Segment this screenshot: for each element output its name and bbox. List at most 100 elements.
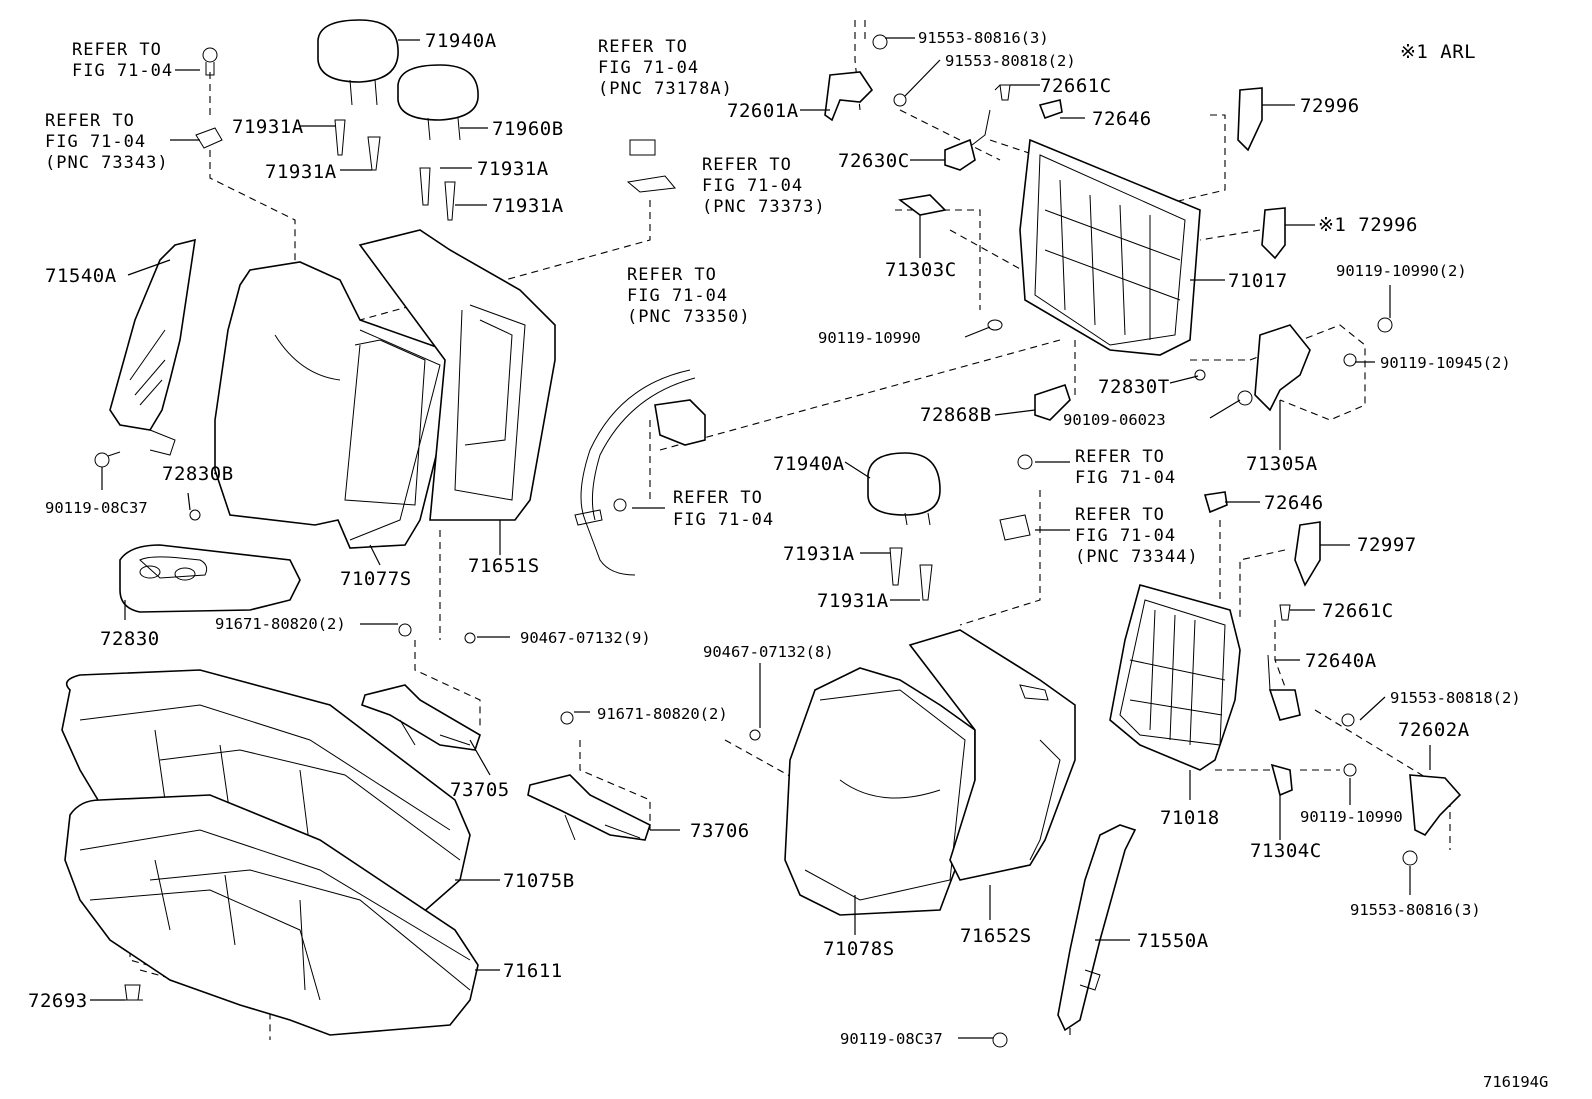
bracket-72640A xyxy=(1268,689,1301,721)
part-label: 71550A xyxy=(1137,930,1209,952)
bracket-73705 xyxy=(361,684,481,751)
cover-72996-a xyxy=(1237,87,1263,152)
part-label: 72830B xyxy=(162,463,234,485)
part-label: 72830T xyxy=(1098,376,1170,398)
part-label: 90119-10990 xyxy=(1300,808,1403,826)
refer-r2-line2: FIG 71-04 xyxy=(45,132,146,152)
side-trim-71550A xyxy=(1057,824,1137,1032)
refer-r2-line3: (PNC 73343) xyxy=(45,153,169,173)
part-label: 91553-80816(3) xyxy=(1350,901,1481,919)
refer-r7-line2: FIG 71-04 xyxy=(1075,468,1176,488)
note-marker: ※1 ARL xyxy=(1400,41,1476,63)
part-label: 91553-80818(2) xyxy=(1390,689,1521,707)
clip-72693 xyxy=(122,984,143,1001)
refer-r3-line1: REFER TO xyxy=(598,37,688,57)
refer-r1-line2: FIG 71-04 xyxy=(72,61,173,81)
part-label: 71931A xyxy=(265,161,337,183)
refer-r5-line3: (PNC 73350) xyxy=(627,307,751,327)
refer-r2-line1: REFER TO xyxy=(45,111,135,131)
refer-r4-line1: REFER TO xyxy=(702,155,792,175)
refer-r1-line1: REFER TO xyxy=(72,40,162,60)
part-label: 71017 xyxy=(1228,270,1288,292)
part-label: 71940A xyxy=(425,30,497,52)
part-shapes xyxy=(61,19,1462,1048)
part-label: 72646 xyxy=(1092,108,1152,130)
seat-back-71651S xyxy=(358,229,556,521)
part-label: 73706 xyxy=(690,820,750,842)
cover-72868B xyxy=(1034,383,1071,421)
seat-back-71077S xyxy=(214,261,456,549)
part-label: 72630C xyxy=(838,150,910,172)
figure-id: 716194G xyxy=(1483,1073,1548,1091)
part-label: 71077S xyxy=(340,568,412,590)
headrest-71940A-top xyxy=(317,19,399,83)
headrest-71960B xyxy=(397,64,479,121)
clip-72646-top xyxy=(1038,99,1063,120)
dashed-guides xyxy=(129,20,1451,1040)
part-label: 71540A xyxy=(45,265,117,287)
part-label: 73705 xyxy=(450,779,510,801)
part-label: 71652S xyxy=(960,925,1032,947)
part-label: 71304C xyxy=(1250,840,1322,862)
part-label: 90109-06023 xyxy=(1063,411,1166,429)
clip-72646-mid xyxy=(1203,491,1228,514)
part-label: 72693 xyxy=(28,990,88,1012)
head-support-pins xyxy=(334,119,456,221)
headrest-71940A-mid xyxy=(867,452,941,516)
bracket-72602A xyxy=(1409,774,1462,837)
refer-r4-line3: (PNC 73373) xyxy=(702,197,826,217)
part-label: 71075B xyxy=(503,870,575,892)
seat-back-71652S xyxy=(908,629,1076,881)
part-label: 72868B xyxy=(920,404,992,426)
cover-72996-b xyxy=(1261,207,1286,260)
part-label: 90119-10990 xyxy=(818,329,921,347)
seat-cushion-71611 xyxy=(64,794,479,1036)
part-label: 71931A xyxy=(817,590,889,612)
part-label: 90467-07132(9) xyxy=(520,629,651,647)
labels: ※1 ARL REFER TO FIG 71-04 REFER TO FIG 7… xyxy=(28,29,1548,1091)
part-label: 72601A xyxy=(727,100,799,122)
refer-r3-line3: (PNC 73178A) xyxy=(598,79,733,99)
bracket-72601A xyxy=(824,71,874,122)
bracket-71304C xyxy=(1270,763,1293,797)
part-label: 90119-10945(2) xyxy=(1380,354,1511,372)
part-label: 72661C xyxy=(1040,75,1112,97)
refer-r5-line2: FIG 71-04 xyxy=(627,286,728,306)
bracket-71303C xyxy=(898,194,947,216)
seat-back-71078S xyxy=(784,667,976,916)
refer-r3-line2: FIG 71-04 xyxy=(598,58,699,78)
refer-r5-line1: REFER TO xyxy=(627,265,717,285)
part-label: 71303C xyxy=(885,259,957,281)
part-label: 71931A xyxy=(232,116,304,138)
refer-r8-line2: FIG 71-04 xyxy=(1075,526,1176,546)
part-label: ※1 72996 xyxy=(1318,214,1418,236)
part-label: 91553-80816(3) xyxy=(918,29,1049,47)
armrest-72830 xyxy=(119,544,301,613)
part-label: 71940A xyxy=(773,453,845,475)
part-label: 91553-80818(2) xyxy=(945,52,1076,70)
part-label: 71078S xyxy=(823,938,895,960)
part-label: 71018 xyxy=(1160,807,1220,829)
part-label: 71960B xyxy=(492,118,564,140)
part-label: 72646 xyxy=(1264,492,1324,514)
part-label: 71931A xyxy=(783,543,855,565)
part-label: 90119-08C37 xyxy=(840,1030,943,1048)
refer-r4-line2: FIG 71-04 xyxy=(702,176,803,196)
refer-r8-line1: REFER TO xyxy=(1075,505,1165,525)
bolt-icon xyxy=(94,451,201,521)
refer-r6-line2: FIG 71-04 xyxy=(673,510,774,530)
part-label: 72640A xyxy=(1305,650,1377,672)
part-label: 91671-80820(2) xyxy=(215,615,346,633)
cover-72997 xyxy=(1294,521,1321,587)
bracket-71305A xyxy=(1254,324,1311,412)
retractor xyxy=(654,399,706,446)
part-label: 71305A xyxy=(1246,453,1318,475)
part-label: 71651S xyxy=(468,555,540,577)
part-label: 71931A xyxy=(492,195,564,217)
bracket-73706 xyxy=(527,774,651,841)
part-label: 72830 xyxy=(100,628,160,650)
seat-belt xyxy=(580,369,691,576)
part-label: 72997 xyxy=(1357,534,1417,556)
refer-r7-line1: REFER TO xyxy=(1075,447,1165,467)
